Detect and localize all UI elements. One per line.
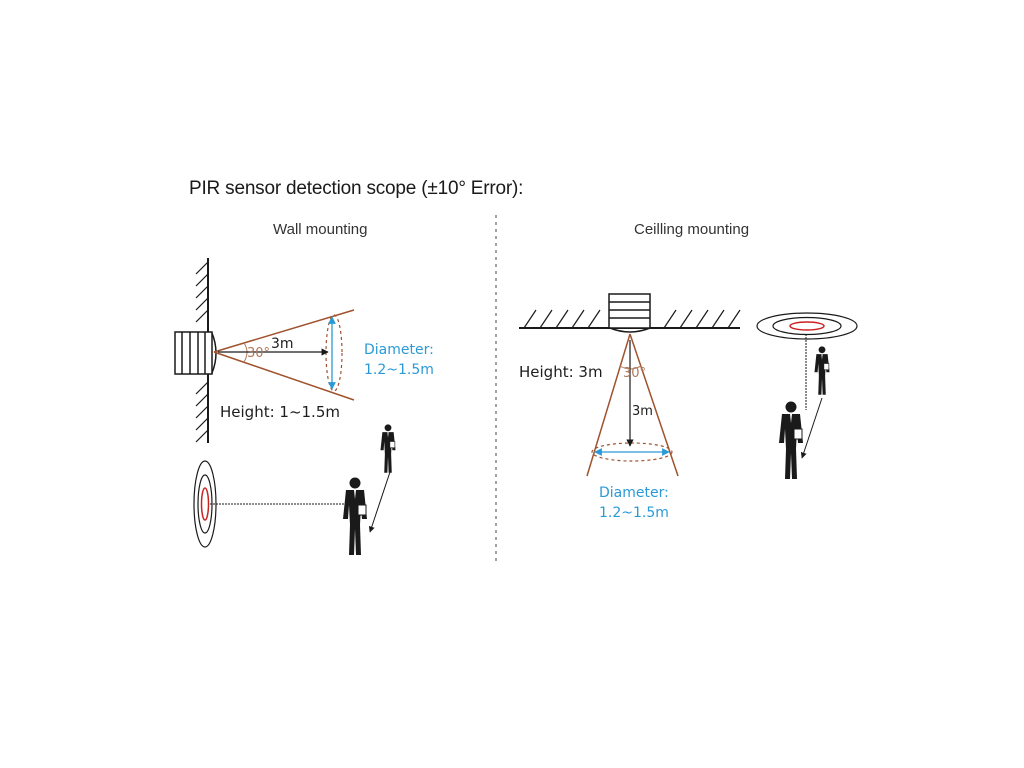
ceiling-diameter-value: 1.2~1.5m bbox=[599, 505, 669, 521]
ceiling-mounting-heading: Ceilling mounting bbox=[634, 221, 750, 238]
ceiling-target-rings bbox=[756, 312, 858, 410]
wall-walking-people bbox=[342, 424, 396, 556]
wall-sensor bbox=[174, 331, 217, 375]
diagram-title: PIR sensor detection scope (±10° Error): bbox=[189, 178, 524, 199]
wall-distance-label: 3m bbox=[271, 336, 294, 352]
ceiling-height-label: Height: 3m bbox=[519, 363, 603, 381]
wall-mounting-heading: Wall mounting bbox=[273, 221, 368, 238]
wall-diameter-label: Diameter: bbox=[364, 342, 434, 358]
ceiling-angle-label: 30° bbox=[623, 366, 647, 381]
ceiling-sensor bbox=[608, 293, 651, 333]
ceiling-distance-label: 3m bbox=[632, 404, 653, 419]
wall-detection-cone bbox=[213, 309, 355, 401]
wall-angle-label: 30° bbox=[247, 346, 271, 361]
ceiling-detection-cone bbox=[586, 333, 679, 477]
ceiling-diameter-label: Diameter: bbox=[599, 485, 669, 501]
wall-target-rings bbox=[193, 460, 345, 548]
wall-diameter-value: 1.2~1.5m bbox=[364, 362, 434, 378]
ceiling-walking-people bbox=[778, 346, 830, 480]
wall-height-label: Height: 1~1.5m bbox=[220, 403, 340, 421]
